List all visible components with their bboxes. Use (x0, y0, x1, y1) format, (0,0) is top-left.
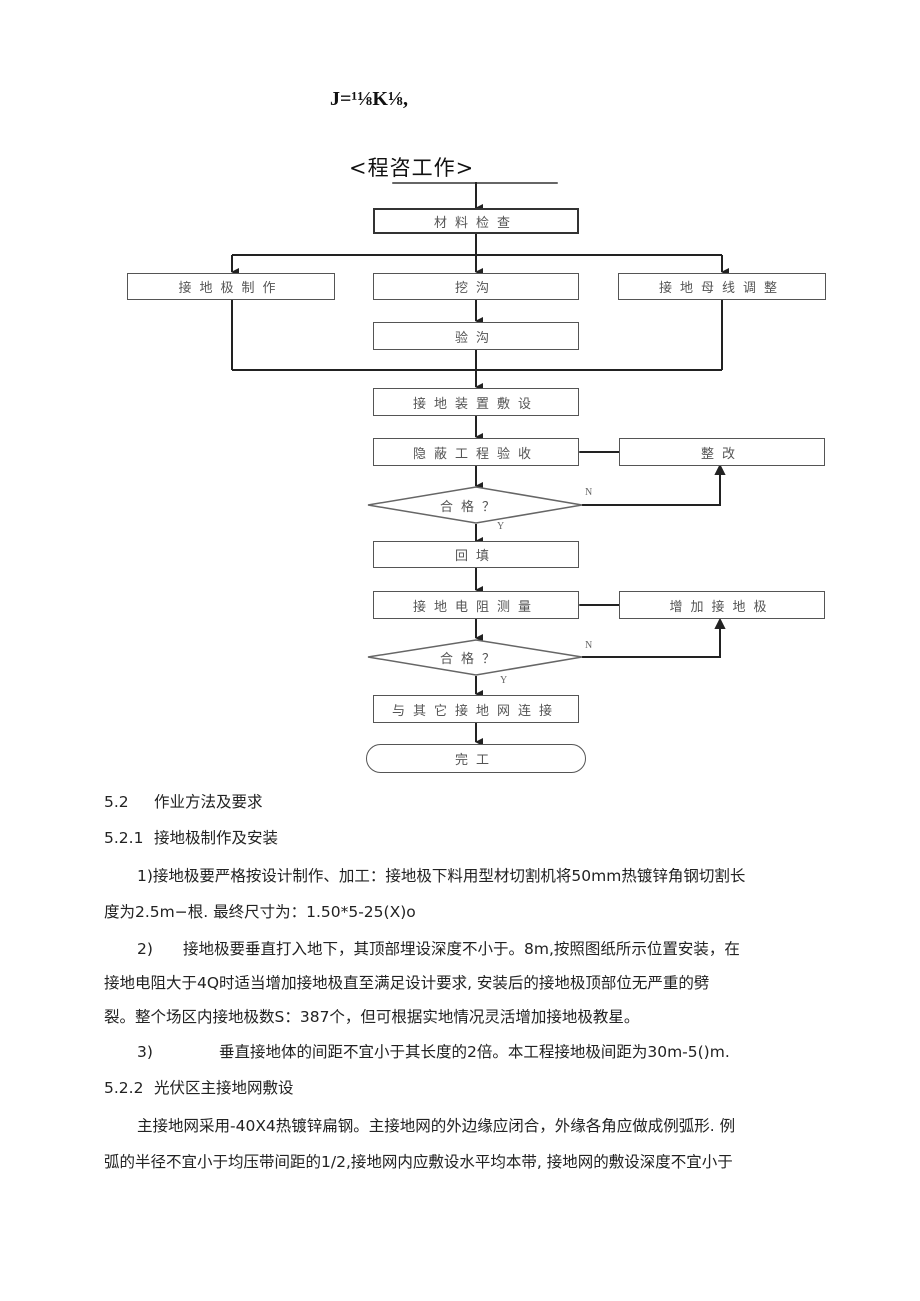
decision2-no-label: N (585, 640, 593, 651)
section-title: 作业方法及要求 (154, 793, 263, 811)
node-hidden-acceptance: 隐蔽工程验收 (373, 438, 579, 466)
decision2-label: 合格？ (440, 652, 504, 667)
flowchart-title: <程咨工作> (349, 156, 475, 180)
node-trench-check: 验沟 (373, 322, 579, 350)
item-number: 3) (137, 1043, 153, 1061)
paragraph-3-text: 垂直接地体的间距不宜小于其长度的2倍。本工程接地极间距为30m-5()m. (219, 1043, 730, 1061)
node-rectify: 整改 (619, 438, 825, 466)
node-device-laying: 接地装置敷设 (373, 388, 579, 416)
paragraph-2-line-2: 接地电阻大于4Q时适当增加接地极直至满足设计要求, 安装后的接地极顶部位无严重的… (104, 974, 710, 992)
node-resistance-measure: 接地电阻测量 (373, 591, 579, 619)
section-title: 接地极制作及安装 (154, 829, 279, 847)
section-title: 光伏区主接地网敷设 (154, 1079, 294, 1097)
formula-text: J=¹⅛K⅛, (330, 88, 408, 110)
node-busbar-adjust: 接地母线调整 (618, 273, 826, 300)
node-complete: 完工 (366, 744, 586, 773)
section-number: 5.2.2 (104, 1079, 144, 1097)
paragraph-4-line-1: 主接地网采用-40X4热镀锌扁钢。主接地网的外边缘应闭合，外缘各角应做成例弧形.… (137, 1117, 736, 1135)
section-number: 5.2 (104, 793, 129, 811)
node-backfill: 回填 (373, 541, 579, 568)
section-5-2-heading: 5.2 作业方法及要求 (104, 792, 263, 812)
paragraph-2-text: 接地极要垂直打入地下，其顶部埋设深度不小于。8m,按照图纸所示位置安装，在 (183, 940, 740, 958)
decision1-yes-label: Y (497, 521, 505, 532)
node-add-electrode: 增加接地极 (619, 591, 825, 619)
paragraph-4-line-2: 弧的半径不宜小于均压带间距的1/2,接地网内应敷设水平均本带, 接地网的敷设深度… (104, 1153, 733, 1171)
paragraph-1-line-2: 度为2.5m−根. 最终尺寸为：1.50*5-25(X)o (104, 903, 416, 921)
item-number: 2) (137, 940, 153, 958)
node-material-check: 材料检查 (373, 208, 579, 234)
decision1-label: 合格？ (440, 500, 504, 515)
node-connect-other: 与其它接地网连接 (373, 695, 579, 723)
paragraph-1-line-1: 1)接地极要严格按设计制作、加工：接地极下料用型材切割机将50mm热镀锌角钢切割… (137, 867, 746, 885)
paragraph-2-line-3: 裂。整个场区内接地极数S：387个，但可根据实地情况灵活增加接地极教星。 (104, 1008, 640, 1026)
decision2-yes-label: Y (500, 675, 508, 686)
node-trench-dig: 挖沟 (373, 273, 579, 300)
section-number: 5.2.1 (104, 829, 144, 847)
section-5-2-2-heading: 5.2.2 光伏区主接地网敷设 (104, 1078, 294, 1098)
flowchart-connectors (231, 182, 729, 746)
paragraph-2-line-1: 2) 接地极要垂直打入地下，其顶部埋设深度不小于。8m,按照图纸所示位置安装，在 (137, 939, 740, 959)
section-5-2-1-heading: 5.2.1 接地极制作及安装 (104, 828, 278, 848)
node-electrode-making: 接地极制作 (127, 273, 335, 300)
paragraph-3-line-1: 3) 垂直接地体的间距不宜小于其长度的2倍。本工程接地极间距为30m-5()m. (137, 1042, 730, 1062)
decision1-no-label: N (585, 487, 593, 498)
